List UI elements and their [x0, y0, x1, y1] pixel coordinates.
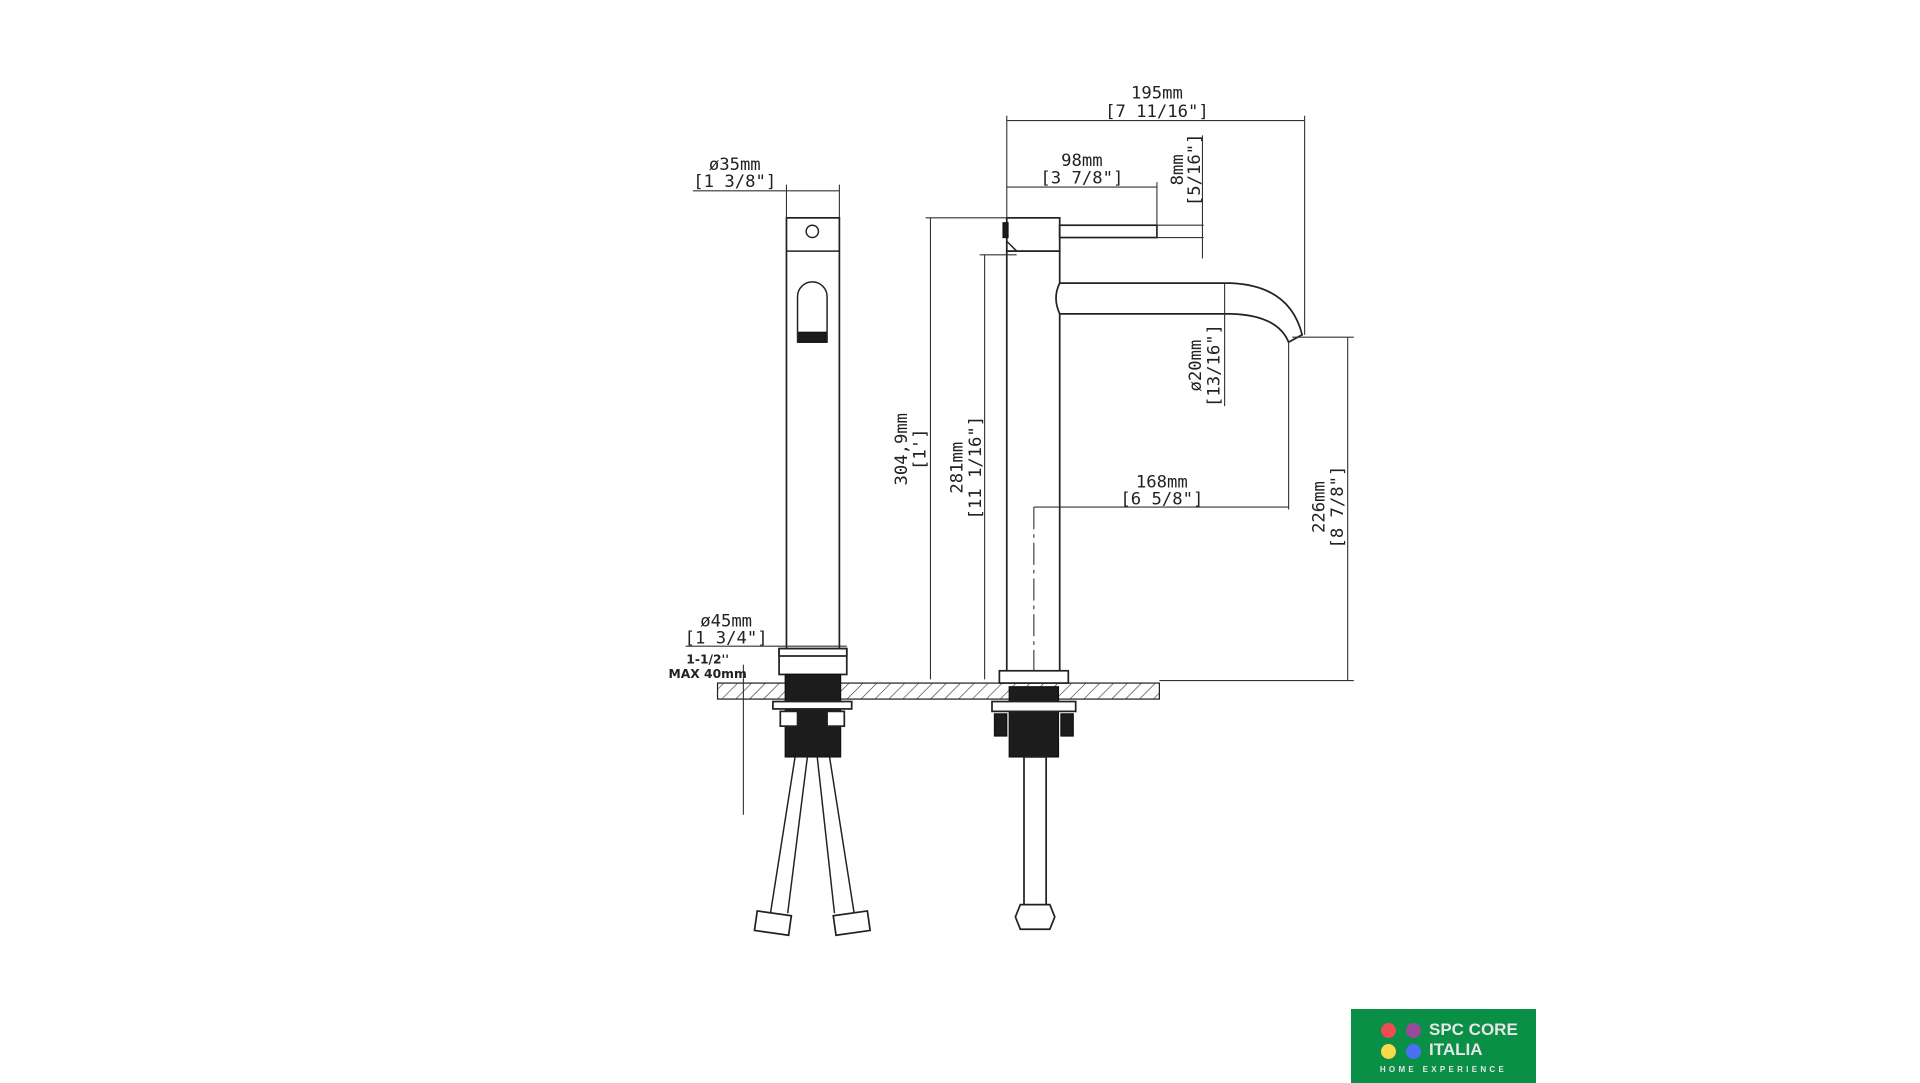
dim-spout-reach: 168mm [6 5/8"]	[1033, 342, 1290, 671]
dim-label: ø45mm	[700, 611, 752, 631]
dim-label: [5/16"]	[1185, 134, 1205, 207]
dim-label: 281mm	[947, 442, 967, 494]
logo-line2: ITALIA	[1429, 1040, 1483, 1059]
dim-label: ø35mm	[709, 155, 761, 175]
spout-opening	[796, 281, 828, 343]
dim-label: [1']	[911, 428, 931, 469]
dim-label: [3 7/8"]	[1040, 168, 1123, 188]
logo-dot-red	[1381, 1023, 1396, 1038]
dim-label: [8 7/8"]	[1328, 466, 1348, 549]
dim-label: [1 3/8"]	[693, 172, 776, 192]
dim-label: [6 5/8"]	[1120, 490, 1203, 510]
dim-label: 8mm	[1168, 154, 1188, 185]
logo-tagline: HOME EXPERIENCE	[1379, 1065, 1508, 1074]
side-view-faucet	[753, 216, 872, 937]
logo-dot-blue	[1406, 1044, 1421, 1059]
lever-handle	[1058, 224, 1158, 239]
dim-label: [1 3/4"]	[685, 629, 768, 649]
spout	[1055, 282, 1304, 344]
dim-label: 226mm	[1309, 481, 1329, 533]
dim-base-diameter: ø45mm [1 3/4"]	[685, 611, 847, 649]
dim-lever-thickness: 8mm [5/16"]	[1168, 134, 1205, 259]
dim-label: [7 11/16"]	[1105, 102, 1209, 122]
dim-label: 195mm	[1131, 83, 1183, 103]
dim-label: 98mm	[1061, 151, 1102, 171]
dim-body-height: 281mm [11 1/16"]	[947, 254, 1017, 680]
logo-dot-purple	[1406, 1023, 1421, 1038]
dim-label: MAX 40mm	[669, 667, 747, 681]
dim-max-counter: 1-1/2'' MAX 40mm	[669, 652, 747, 815]
dim-label: 1-1/2''	[686, 652, 729, 666]
dim-label: 168mm	[1136, 472, 1188, 492]
countertop	[716, 682, 1160, 700]
brand-logo: SPC CORE ITALIA HOME EXPERIENCE	[1351, 1009, 1536, 1083]
dim-top-diameter: ø35mm [1 3/8"]	[692, 155, 840, 218]
dim-label: ø20mm	[1186, 340, 1206, 392]
dim-spout-diameter: ø20mm [13/16"]	[1186, 283, 1226, 407]
dim-label: 304,9mm	[892, 413, 912, 486]
front-view-faucet	[991, 216, 1304, 931]
dim-lever-length: 98mm [3 7/8"]	[1006, 151, 1158, 238]
dim-outlet-height: 226mm [8 7/8"]	[1159, 336, 1354, 682]
logo-dot-yellow	[1381, 1044, 1396, 1059]
dim-label: [11 1/16"]	[966, 416, 986, 520]
dim-total-height: 304,9mm [1']	[892, 217, 1007, 680]
dim-label: [13/16"]	[1205, 324, 1225, 407]
logo-line1: SPC CORE	[1429, 1020, 1518, 1039]
dim-total-reach: 195mm [7 11/16"]	[1006, 83, 1306, 335]
